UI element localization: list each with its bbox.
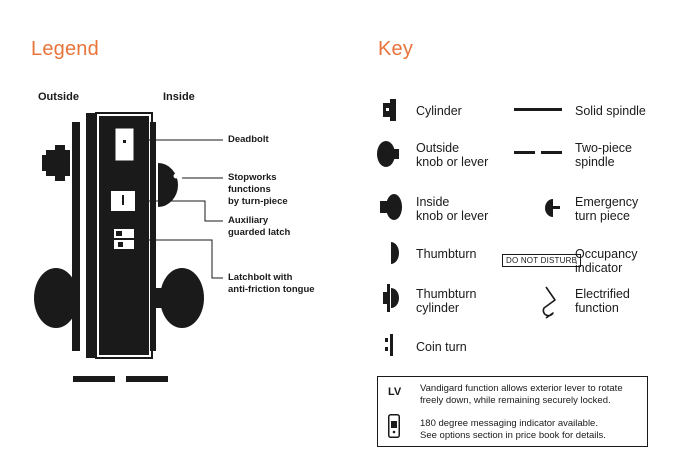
two-piece-spindle-icon — [514, 151, 562, 154]
thumbturn-cylinder-icon — [383, 284, 399, 312]
inside-label: Inside — [163, 91, 195, 103]
outside-knob-key-icon — [377, 141, 399, 167]
indicator-note: 180 degree messaging indicator available… — [420, 418, 606, 441]
inside-turn-piece-icon — [158, 163, 178, 207]
electrified-function-icon — [542, 286, 556, 319]
key-label-two-piece-spindle: Two-piece spindle — [575, 141, 632, 169]
inside-knob-key-icon — [380, 194, 402, 220]
callout-latchbolt: Latchbolt with anti-friction tongue — [228, 272, 315, 295]
spindle-right — [126, 376, 168, 382]
key-label-electrified-function: Electrified function — [575, 287, 630, 315]
callout-auxiliary: Auxiliary guarded latch — [228, 215, 291, 238]
latchbolt-window — [114, 240, 134, 249]
key-label-occupancy-indicator: Occupancy indicator — [575, 247, 638, 275]
emergency-turn-piece-icon — [545, 199, 560, 217]
key-label-coin-turn: Coin turn — [416, 340, 467, 354]
key-label-outside-knob: Outside knob or lever — [416, 141, 489, 169]
key-label-cylinder: Cylinder — [416, 104, 462, 118]
indicator-icon — [388, 414, 400, 438]
outside-cylinder-icon — [42, 145, 70, 181]
door-plate-outside — [72, 122, 80, 351]
key-label-thumbturn-cylinder: Thumbturn cylinder — [416, 287, 477, 315]
notes-box — [377, 376, 648, 447]
outside-knob-icon — [34, 268, 78, 328]
inside-knob-icon — [156, 268, 204, 328]
lv-note: Vandigard function allows exterior lever… — [420, 383, 623, 406]
legend-title: Legend — [31, 38, 99, 60]
key-label-solid-spindle: Solid spindle — [575, 104, 646, 118]
auxiliary-latch-window — [114, 229, 134, 238]
cylinder-icon — [383, 99, 396, 121]
lv-code: LV — [388, 386, 402, 398]
callout-stopworks: Stopworks functions by turn-piece — [228, 172, 288, 207]
outside-label: Outside — [38, 91, 79, 103]
key-label-thumbturn: Thumbturn — [416, 247, 477, 261]
thumbturn-icon — [391, 242, 399, 264]
key-label-emergency-turn-piece: Emergency turn piece — [575, 195, 639, 223]
occupancy-indicator-icon: DO NOT DISTURB — [502, 254, 582, 267]
key-label-inside-knob: Inside knob or lever — [416, 195, 489, 223]
callout-deadbolt: Deadbolt — [228, 134, 269, 145]
key-title: Key — [378, 38, 414, 60]
deadbolt-window — [114, 127, 135, 162]
spindle-left — [73, 376, 115, 382]
solid-spindle-icon — [514, 108, 562, 111]
coin-turn-icon — [385, 334, 393, 356]
